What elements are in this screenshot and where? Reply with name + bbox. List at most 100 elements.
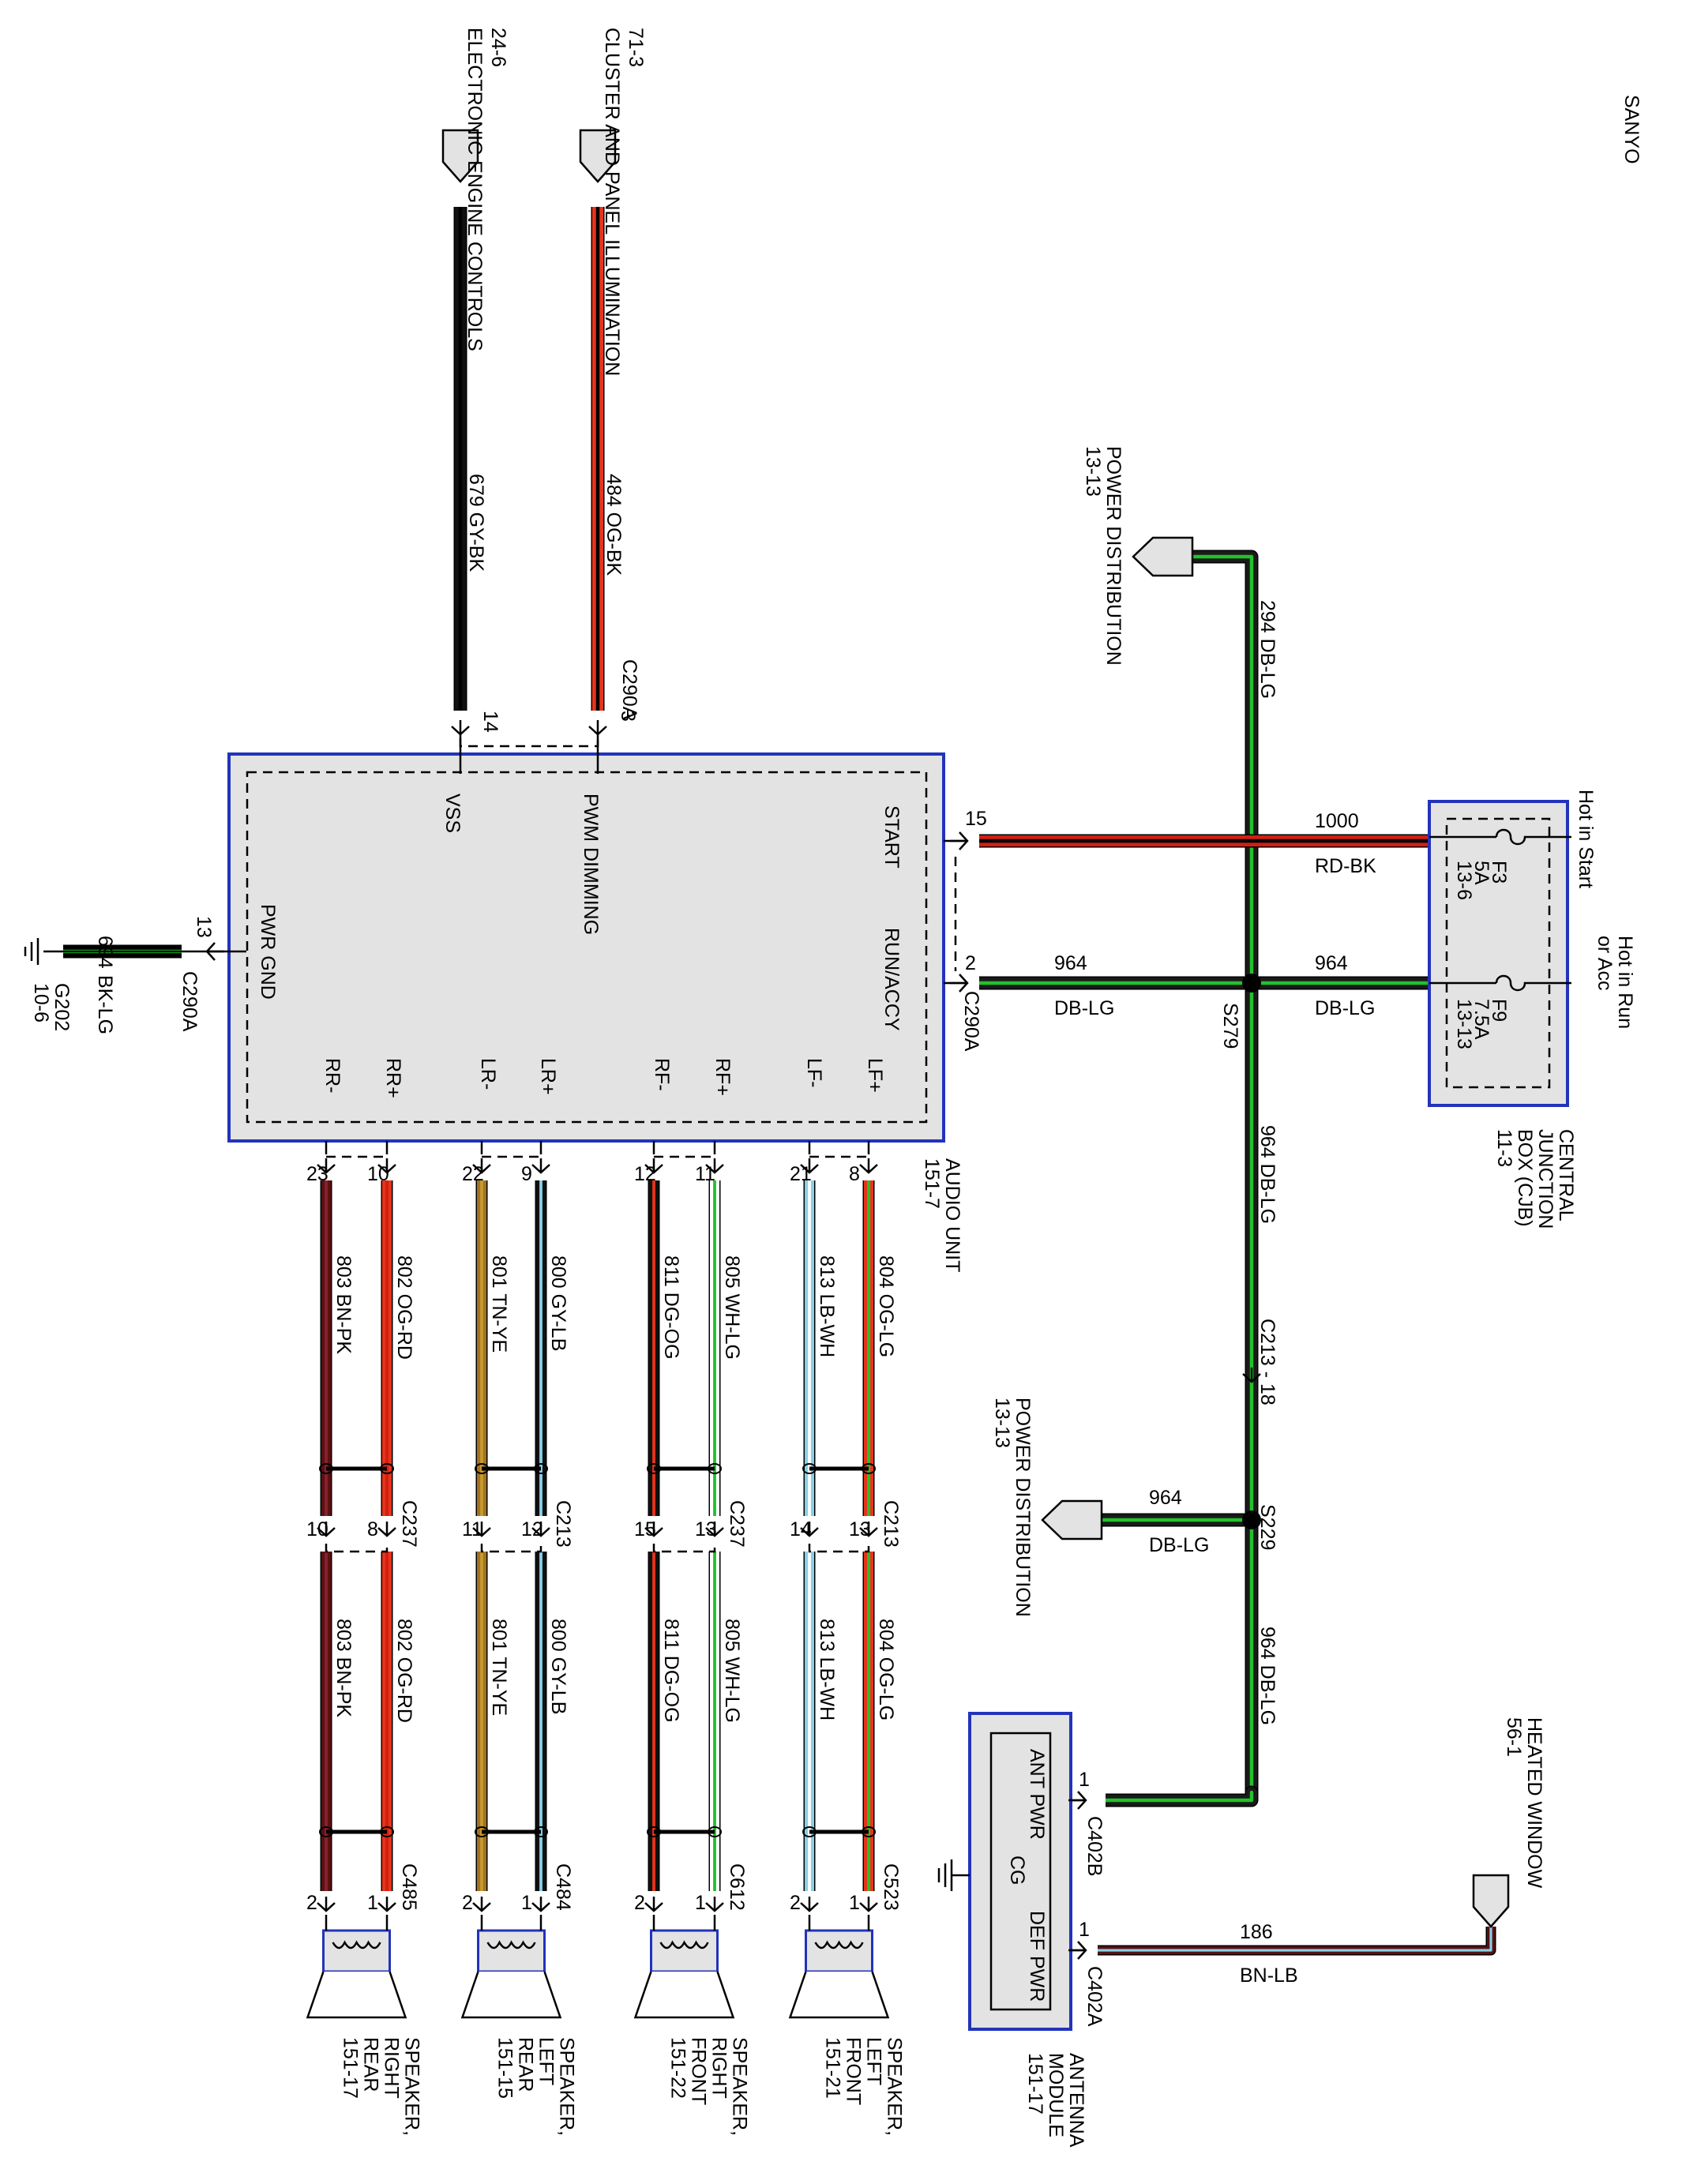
pin-label-speaker: LF+: [864, 1058, 886, 1093]
antenna-name-line: ANTENNA: [1065, 2053, 1087, 2148]
speaker-mid-connector-name: C213: [880, 1500, 902, 1548]
antenna-pin-cg: CG: [1006, 1856, 1028, 1886]
ground-color: BK-LG: [94, 975, 116, 1034]
ground-circuit: 694: [94, 936, 116, 969]
speaker-cone: [633, 1971, 735, 2019]
speaker-wire-upper-label: 805 WH-LG: [721, 1255, 743, 1360]
component-layer: [227, 129, 1569, 2031]
speaker-wire-upper-label: 800 GY-LB: [547, 1255, 569, 1351]
fuse-f9-label-line: 13-13: [1453, 999, 1475, 1049]
speaker-unit-pin-number: 11: [695, 1163, 715, 1185]
pin-label-speaker: LF-: [803, 1058, 825, 1088]
wire-294: [1192, 550, 1259, 983]
wire-964-pd2-color: DB-LG: [1149, 1534, 1209, 1556]
speaker-wire-upper-label: 801 TN-YE: [488, 1255, 510, 1353]
source-wire-label: 484 OG-BK: [603, 474, 625, 576]
fuse-f9-label-line: 7.5A: [1470, 999, 1492, 1040]
splice-s229-label: S229: [1256, 1504, 1278, 1550]
splice-s279-label: S279: [1219, 1003, 1241, 1049]
mid-connector-dash: [808, 1544, 870, 1553]
speaker-end-pin-number: 1: [849, 1892, 860, 1914]
pin-label-run-accy: RUN/ACCY: [880, 928, 903, 1031]
wire-stripe-color: [1098, 1927, 1492, 1952]
cg-ground-symbol: [937, 1859, 953, 1891]
speaker-end-connector-pin: [317, 1897, 336, 1912]
antenna-inner-rect: [989, 1732, 1052, 2011]
ground-pin: 13: [193, 916, 215, 938]
pin-label-speaker: RF-: [651, 1058, 673, 1091]
speaker-unit-connector-pin: [317, 1158, 336, 1174]
speaker-mid-pin-number: 11: [462, 1518, 482, 1540]
audio-unit-name-line: 151-7: [921, 1158, 943, 1209]
speaker-wire-upper-label: 804 OG-LG: [875, 1255, 897, 1357]
wire-964-circuit: 964: [1054, 952, 1087, 974]
source-flag: [441, 129, 479, 183]
source-connector-pin: [451, 720, 470, 736]
fuse-f3-label-line: 13-6: [1453, 861, 1475, 900]
speaker-unit-pin-number: 10: [367, 1163, 389, 1185]
cjb-name-line: CENTRAL: [1555, 1129, 1577, 1221]
antenna-ant-pin: 1: [1079, 1769, 1090, 1791]
cjb-name-line: 11-3: [1493, 1129, 1515, 1167]
source-id-line: 71-3: [625, 28, 647, 67]
power-distribution-2-line: 13-13: [991, 1398, 1013, 1448]
wire-outline: [1192, 550, 1259, 983]
wire-964-cjb-color: DB-LG: [1315, 997, 1375, 1019]
speaker-unit-pin-number: 23: [306, 1163, 329, 1185]
speaker-end-pin-number: 2: [462, 1892, 473, 1914]
speaker-end-connector-name: C612: [726, 1863, 748, 1911]
speaker-coil: [332, 1940, 381, 1949]
speaker-mid-pin-number: 15: [634, 1518, 656, 1540]
speaker-mid-pin-number: 8: [367, 1518, 378, 1540]
speaker-mid-connector-name: C237: [398, 1500, 420, 1548]
antenna-c402b: C402B: [1083, 1816, 1106, 1876]
antenna-name-line: 151-17: [1024, 2053, 1046, 2115]
pin-label-start: START: [880, 805, 903, 869]
pin-label-speaker: LR+: [537, 1058, 559, 1095]
source-name: CLUSTER AND PANEL ILLUMINATION: [601, 28, 623, 376]
speaker-mid-pin-number: 10: [306, 1518, 329, 1540]
speaker-end-connector-pin: [472, 1897, 491, 1912]
heated-window-name-line: HEATED WINDOW: [1523, 1717, 1545, 1889]
speaker-mid-connector-name: C237: [726, 1500, 748, 1548]
speaker-name-line: SPEAKER,: [556, 2037, 578, 2136]
speaker-unit-connector-pin: [644, 1158, 663, 1174]
fuse-f9-symbol: [1429, 974, 1571, 992]
pin-label-pwr-gnd: PWR GND: [257, 904, 279, 1000]
ground-symbol: [24, 938, 39, 965]
speaker-name-line: SPEAKER,: [884, 2037, 906, 2136]
antenna-name-line: MODULE: [1045, 2053, 1067, 2137]
speaker-unit-pin-number: 22: [462, 1163, 484, 1185]
fuse-f9-label-line: F9: [1488, 999, 1510, 1022]
speaker-mid-pin-number: 13: [849, 1518, 871, 1540]
speaker-coil: [486, 1940, 536, 1949]
source-pin-number: 14: [479, 711, 501, 733]
speaker-wire-lower-label: 803 BN-PK: [332, 1619, 355, 1717]
speaker-unit-pin-number: 21: [790, 1163, 812, 1185]
cjb-box: [1428, 800, 1569, 1107]
speaker-unit-connector-pin: [531, 1158, 550, 1174]
antenna-c402a: C402A: [1083, 1966, 1106, 2027]
speaker-name-line: 151-21: [822, 2037, 844, 2099]
speaker-unit-connector-pin: [800, 1158, 819, 1174]
speaker-name-line: FRONT: [688, 2037, 710, 2105]
mid-connector-dash: [652, 1544, 716, 1553]
ground-point-line: G202: [51, 983, 73, 1031]
wire-1000-color: RD-BK: [1315, 855, 1376, 877]
speaker-unit-connector-pin: [705, 1158, 724, 1174]
speaker-wire-upper-label: 802 OG-RD: [393, 1255, 415, 1360]
source-connector-name: C290A: [618, 659, 640, 720]
speaker-mid-connector-pin: [800, 1522, 819, 1537]
speaker-name-line: FRONT: [843, 2037, 865, 2105]
speaker-mid-pin-number: 14: [790, 1518, 812, 1540]
wire-base-color: [1098, 1927, 1495, 1954]
heated-window-name-line: 56-1: [1503, 1717, 1525, 1757]
speaker-end-pin-number: 2: [790, 1892, 801, 1914]
speaker-mid-pin-number: 12: [521, 1518, 543, 1540]
speaker-mid-connector-pin: [705, 1522, 724, 1537]
speaker-mid-connector-pin: [377, 1522, 396, 1537]
wire-1000-circuit: 1000: [1315, 810, 1359, 832]
source-connector-dash: [459, 738, 599, 748]
cjb-hot-run-line: or Acc: [1594, 936, 1616, 990]
